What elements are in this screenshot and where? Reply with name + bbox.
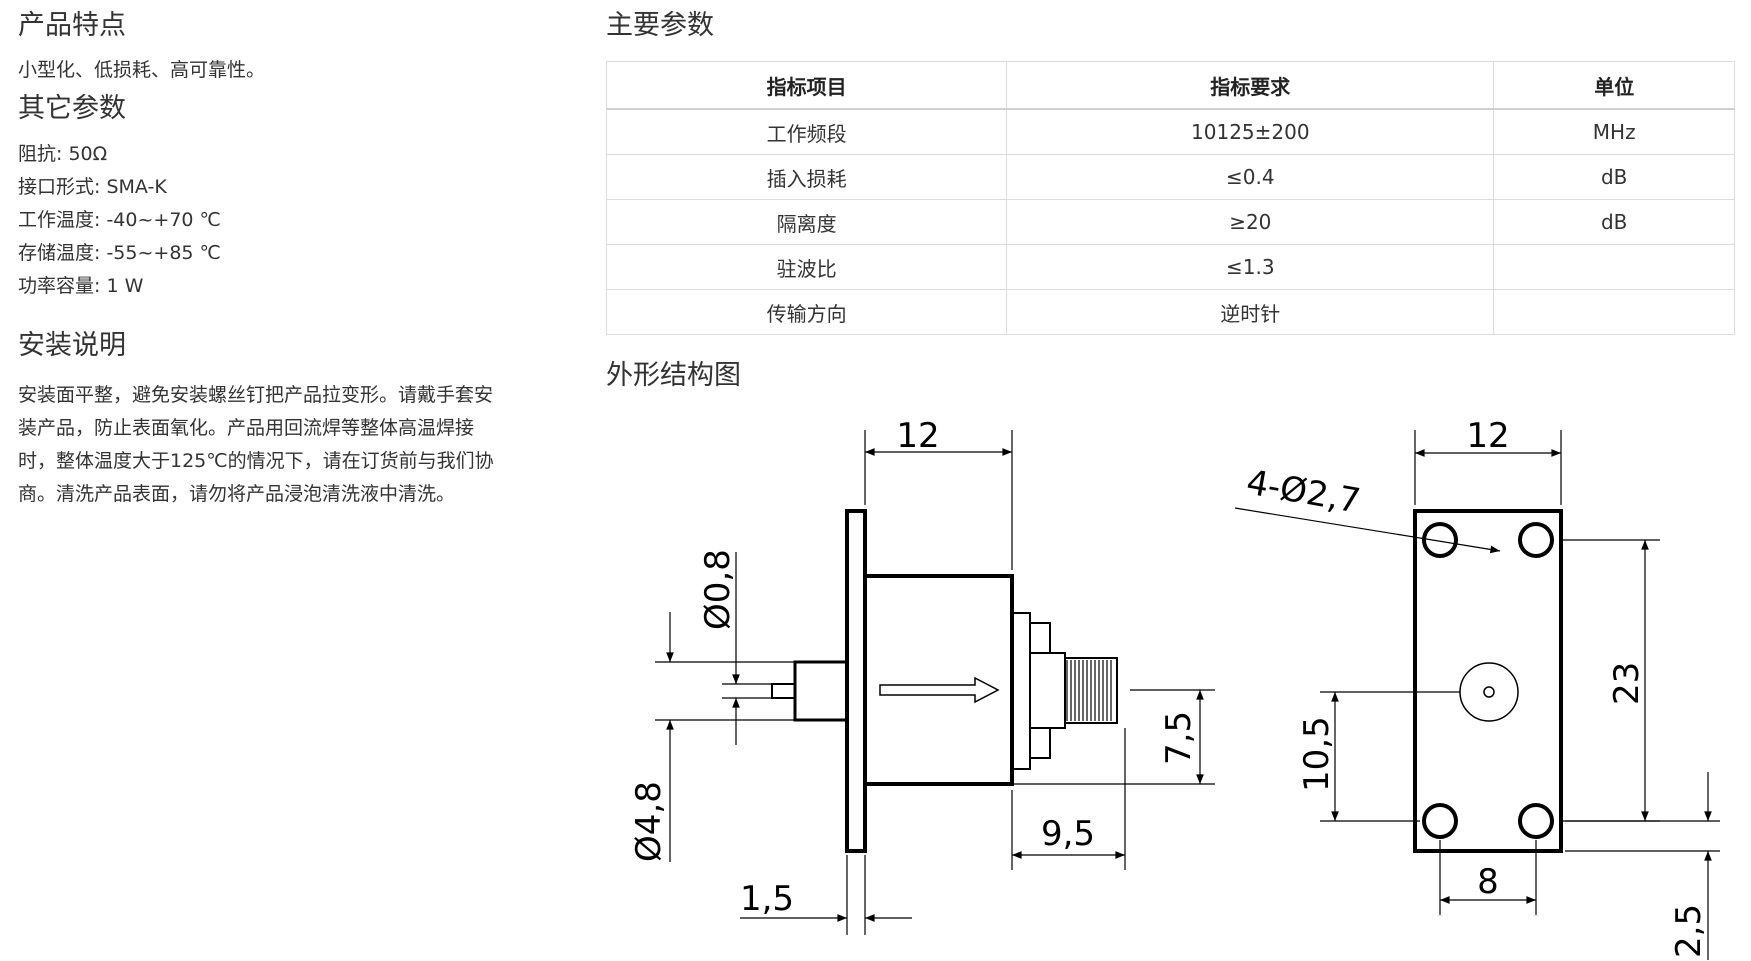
dim-side-width: 12 (896, 416, 939, 456)
table-cell: dB (1493, 154, 1735, 200)
table-cell: 工作频段 (605, 108, 1008, 155)
connector-base (1011, 612, 1031, 770)
params-table: 指标项目 指标要求 单位 工作频段 10125±200 MHz 插入损耗 ≤0.… (605, 61, 1735, 335)
dim-body-dia: Ø4,8 (629, 781, 669, 862)
pin (771, 683, 796, 699)
table-cell: MHz (1493, 108, 1735, 155)
drawing-title: 外形结构图 (606, 360, 741, 391)
table-row: 驻波比 ≤1.3 (605, 244, 1735, 290)
table-cell: 驻波比 (605, 244, 1008, 290)
install-line: 商。清洗产品表面，请勿将产品浸泡清洗液中清洗。 (18, 483, 456, 505)
table-cell: dB (1493, 199, 1735, 245)
table-cell: ≤0.4 (1006, 154, 1495, 200)
features-title: 产品特点 (18, 10, 126, 41)
table-header-row: 指标项目 指标要求 单位 (605, 61, 1735, 110)
install-line: 安装面平整，避免安装螺丝钉把产品拉变形。请戴手套安 (18, 384, 494, 406)
header-unit: 单位 (1493, 61, 1735, 110)
other-params-title: 其它参数 (18, 93, 126, 124)
header-requirement: 指标要求 (1006, 61, 1495, 110)
connector-circle (1459, 662, 1519, 722)
dim-center-h: 10,5 (1297, 716, 1337, 792)
param-impedance: 阻抗: 50Ω (18, 143, 108, 165)
param-power: 功率容量: 1 W (18, 275, 144, 297)
direction-arrow (879, 676, 1000, 704)
flange (845, 509, 867, 853)
dim-hole-span-h: 8 (1477, 862, 1499, 902)
param-interface: 接口形式: SMA-K (18, 176, 167, 198)
header-item: 指标项目 (605, 61, 1008, 110)
table-cell: 10125±200 (1006, 108, 1495, 155)
front-body (1413, 509, 1563, 853)
table-cell (1493, 289, 1735, 335)
dim-conn-h: 7,5 (1159, 711, 1199, 765)
install-line: 装产品，防止表面氧化。产品用回流焊等整体高温焊接 (18, 417, 475, 439)
dim-flange: 1,5 (740, 879, 794, 919)
dim-front-width: 12 (1466, 416, 1509, 456)
mount-hole (1422, 803, 1458, 839)
table-cell: 逆时针 (1006, 289, 1495, 335)
features-text: 小型化、低损耗、高可靠性。 (18, 59, 266, 81)
install-line: 时，整体温度大于125℃的情况下，请在订货前与我们协 (18, 450, 494, 472)
table-cell: 传输方向 (605, 289, 1008, 335)
connector-thread (1064, 657, 1118, 724)
main-params-title: 主要参数 (606, 10, 714, 41)
table-cell (1493, 244, 1735, 290)
table-row: 工作频段 10125±200 MHz (605, 108, 1735, 155)
install-title: 安装说明 (18, 330, 126, 361)
mount-hole (1518, 803, 1554, 839)
pin-base (793, 660, 849, 722)
param-storage-temp: 存储温度: -55~+85 ℃ (18, 242, 221, 264)
table-row: 插入损耗 ≤0.4 dB (605, 154, 1735, 200)
table-cell: ≤1.3 (1006, 244, 1495, 290)
other-params-list: 阻抗: 50Ω 接口形式: SMA-K 工作温度: -40~+70 ℃ 存储温度… (18, 138, 221, 303)
mount-hole (1422, 522, 1458, 558)
dim-conn-len: 9,5 (1041, 814, 1095, 854)
dim-hole-offset: 2,5 (1669, 904, 1709, 958)
param-operating-temp: 工作温度: -40~+70 ℃ (18, 209, 221, 231)
install-text: 安装面平整，避免安装螺丝钉把产品拉变形。请戴手套安 装产品，防止表面氧化。产品用… (18, 379, 494, 511)
dim-pin-dia: Ø0,8 (698, 549, 738, 630)
table-row: 隔离度 ≥20 dB (605, 199, 1735, 245)
table-cell: 插入损耗 (605, 154, 1008, 200)
body (863, 574, 1014, 786)
table-row: 传输方向 逆时针 (605, 289, 1735, 335)
mount-hole (1518, 522, 1554, 558)
dim-hole-span-v: 23 (1607, 662, 1647, 705)
